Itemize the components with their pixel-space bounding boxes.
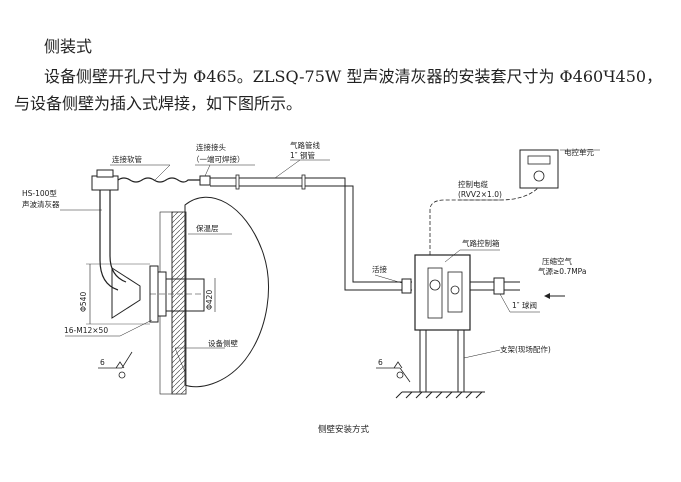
- gas-line: [210, 177, 412, 291]
- horn: [111, 267, 141, 319]
- label-joint: 连接接头: [196, 142, 226, 152]
- label-cable-spec: (RVV2×1.0): [458, 190, 502, 199]
- control-cable: [429, 187, 539, 255]
- label-weld-right: 6: [378, 358, 383, 367]
- figure-caption: 侧壁安装方式: [318, 424, 370, 435]
- label-gas-line: 气路管线: [290, 140, 320, 150]
- side-wall: [171, 211, 187, 395]
- label-insulation: 保温层: [196, 224, 219, 233]
- ball-valve: [493, 277, 505, 295]
- body-paragraph: 设备侧壁开孔尺寸为 Φ465。ZLSQ-75W 型声波清灰器的安装套尺寸为 Φ4…: [14, 67, 663, 113]
- label-control-unit: 电控单元: [564, 147, 594, 157]
- equipment-interior: [184, 196, 269, 388]
- support-bracket: [395, 330, 485, 399]
- label-joint-note: （一端可焊接）: [192, 154, 245, 164]
- label-ball-valve: 1″ 球阀: [512, 300, 537, 310]
- section-heading: 侧装式: [44, 37, 93, 56]
- label-hose: 连接软管: [112, 154, 142, 164]
- label-device-name: 声波清灰器: [22, 199, 60, 209]
- label-dim-540: Φ540: [79, 292, 88, 312]
- device-head: [91, 175, 119, 191]
- label-bolts: 16-M12×50: [64, 326, 108, 335]
- label-compressed-air: 压缩空气: [542, 256, 572, 266]
- label-air-source: 气源≥0.7MPa: [538, 266, 586, 276]
- label-bracket: 支架(现场配作): [500, 344, 551, 354]
- label-gas-box: 气路控制箱: [462, 238, 500, 248]
- mounting-sleeve: [165, 278, 205, 312]
- connection-hose: [117, 177, 200, 183]
- label-device-model: HS-100型: [22, 189, 57, 198]
- label-weld-left: 6: [100, 358, 105, 367]
- union-fitting: [401, 278, 412, 294]
- label-union: 活接: [372, 264, 387, 274]
- label-dim-420: Φ420: [205, 290, 214, 310]
- label-steel-pipe: 1″ 钢管: [290, 150, 315, 160]
- device-body: [99, 184, 127, 291]
- label-control-cable: 控制电缆: [458, 179, 488, 189]
- label-side-wall: 设备侧壁: [208, 338, 238, 348]
- connection-joint: [199, 175, 211, 186]
- gas-control-box: [414, 254, 471, 331]
